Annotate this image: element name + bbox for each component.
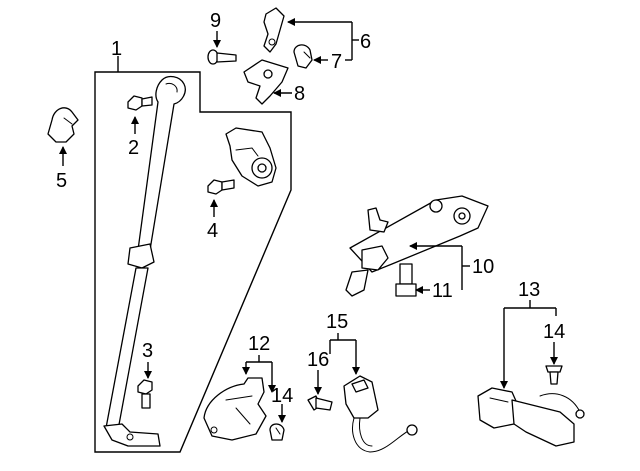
clip-14-left[interactable]: [269, 423, 285, 441]
trim-cover-5[interactable]: [47, 107, 79, 143]
callout-14-left: 14: [271, 385, 293, 407]
bolt-11[interactable]: [395, 263, 417, 297]
group-1-outline: [94, 71, 292, 453]
screw-9[interactable]: [207, 49, 237, 65]
retractor-assembly[interactable]: [225, 127, 277, 187]
buckle-assembly-13[interactable]: [477, 387, 585, 447]
bracket-6[interactable]: [263, 7, 285, 53]
clip-7[interactable]: [293, 44, 313, 69]
callout-4: 4: [207, 220, 218, 242]
bolt-2[interactable]: [127, 95, 153, 111]
bolt-3[interactable]: [137, 379, 153, 409]
callout-5: 5: [56, 170, 67, 192]
clip-14-right[interactable]: [545, 365, 563, 385]
buckle-assembly-10[interactable]: [345, 195, 489, 297]
seat-belt-buckle-15[interactable]: [343, 375, 418, 453]
bolt-16[interactable]: [307, 395, 333, 411]
callout-2: 2: [128, 137, 139, 159]
callout-7: 7: [331, 51, 342, 73]
callout-1: 1: [111, 38, 122, 60]
callout-11: 11: [432, 280, 453, 302]
callout-15: 15: [326, 311, 348, 333]
callout-14-right: 14: [543, 321, 565, 343]
callout-12: 12: [248, 333, 270, 355]
callout-16: 16: [307, 349, 329, 371]
callout-10: 10: [472, 256, 494, 278]
callout-3: 3: [142, 340, 153, 362]
callout-9: 9: [210, 10, 221, 32]
bolt-4[interactable]: [207, 179, 235, 195]
callout-6: 6: [360, 31, 371, 53]
callout-13: 13: [518, 279, 540, 301]
seat-belt-webbing[interactable]: [103, 75, 186, 447]
retractor-12[interactable]: [203, 377, 267, 441]
anchor-bracket-8[interactable]: [243, 59, 289, 105]
callout-8: 8: [294, 83, 305, 105]
